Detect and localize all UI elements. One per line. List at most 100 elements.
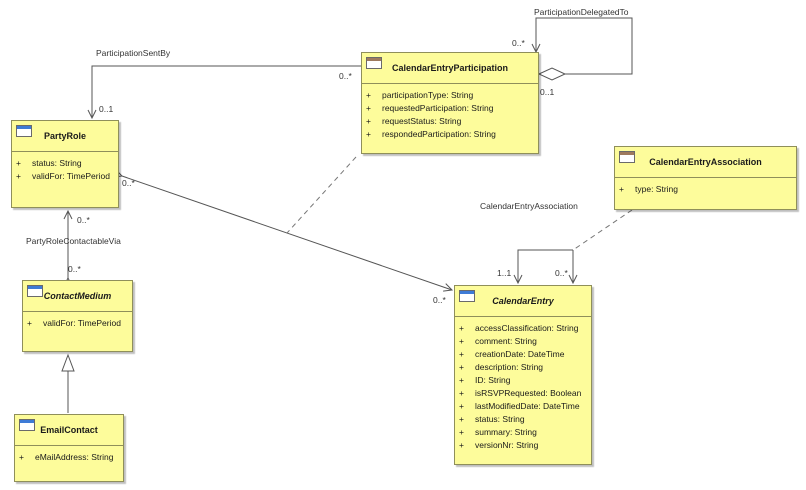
class-header: EmailContact <box>15 415 123 446</box>
attribute-list: + accessClassification: String + comment… <box>455 317 591 453</box>
attribute-list: + type: String <box>615 178 796 197</box>
class-calendar-entry-participation[interactable]: CalendarEntryParticipation + participati… <box>361 52 539 154</box>
class-name: ContactMedium <box>43 291 112 301</box>
class-header: CalendarEntry <box>455 286 591 317</box>
entry-association-class-link <box>572 209 633 251</box>
multiplicity-label: 0..* <box>122 178 135 188</box>
assoc-label-calendar-entry-association: CalendarEntryAssociation <box>480 201 578 211</box>
class-header: CalendarEntryParticipation <box>362 53 538 84</box>
participation-association-class-link <box>286 156 357 234</box>
visibility-marker: + <box>459 375 464 385</box>
attribute-text: respondedParticipation: String <box>382 129 496 139</box>
visibility-marker: + <box>619 184 624 194</box>
class-header: PartyRole <box>12 121 118 152</box>
class-name: CalendarEntry <box>492 296 554 306</box>
attribute-text: validFor: TimePeriod <box>43 318 121 328</box>
multiplicity-label: 0..* <box>339 71 352 81</box>
attribute-row: + respondedParticipation: String <box>362 129 538 142</box>
attribute-list: + validFor: TimePeriod <box>23 312 132 331</box>
attribute-text: description: String <box>475 362 544 372</box>
attribute-row: + status: String <box>455 414 591 427</box>
visibility-marker: + <box>459 427 464 437</box>
class-icon <box>16 125 32 137</box>
assoc-label-party-role-contactable-via: PartyRoleContactableVia <box>26 236 121 246</box>
attribute-row: + eMailAddress: String <box>15 452 123 465</box>
attribute-row: + validFor: TimePeriod <box>23 318 132 331</box>
attribute-text: lastModifiedDate: DateTime <box>475 401 580 411</box>
attribute-text: validFor: TimePeriod <box>32 171 110 181</box>
attribute-row: + status: String <box>12 158 118 171</box>
class-party-role[interactable]: PartyRole + status: String + validFor: T… <box>11 120 119 208</box>
visibility-marker: + <box>366 90 371 100</box>
attribute-row: + ID: String <box>455 375 591 388</box>
multiplicity-label: 0..* <box>512 38 525 48</box>
attribute-text: requestedParticipation: String <box>382 103 494 113</box>
attribute-text: ID: String <box>475 375 511 385</box>
attribute-row: + lastModifiedDate: DateTime <box>455 401 591 414</box>
multiplicity-label: 0..1 <box>99 104 114 114</box>
attribute-row: + summary: String <box>455 427 591 440</box>
generalization-triangle <box>61 353 75 372</box>
visibility-marker: + <box>459 349 464 359</box>
attribute-row: + participationType: String <box>362 90 538 103</box>
class-icon <box>619 151 635 163</box>
attribute-text: creationDate: DateTime <box>475 349 565 359</box>
attribute-row: + validFor: TimePeriod <box>12 171 118 184</box>
attribute-row: + type: String <box>615 184 796 197</box>
attribute-list: + participationType: String + requestedP… <box>362 84 538 142</box>
attribute-text: status: String <box>475 414 525 424</box>
attribute-text: summary: String <box>475 427 537 437</box>
assoc-label-participation-sent-by: ParticipationSentBy <box>96 48 171 58</box>
class-name: EmailContact <box>40 425 98 435</box>
visibility-marker: + <box>459 440 464 450</box>
attribute-row: + comment: String <box>455 336 591 349</box>
multiplicity-label: 0..* <box>68 264 81 274</box>
multiplicity-label: 0..* <box>555 268 568 278</box>
class-icon <box>19 419 35 431</box>
class-name: CalendarEntryParticipation <box>391 63 509 73</box>
multiplicity-label: 1..1 <box>497 268 512 278</box>
class-contact-medium[interactable]: ContactMedium + validFor: TimePeriod <box>22 280 133 352</box>
class-name: PartyRole <box>43 131 87 141</box>
class-icon <box>459 290 475 302</box>
attribute-row: + isRSVPRequested: Boolean <box>455 388 591 401</box>
visibility-marker: + <box>366 103 371 113</box>
attribute-text: type: String <box>635 184 678 194</box>
multiplicity-label: 0..1 <box>540 87 555 97</box>
class-icon <box>27 285 43 297</box>
class-name: CalendarEntryAssociation <box>649 157 762 167</box>
visibility-marker: + <box>459 362 464 372</box>
class-header: CalendarEntryAssociation <box>615 147 796 178</box>
multiplicity-label: 0..* <box>77 215 90 225</box>
attribute-row: + accessClassification: String <box>455 323 591 336</box>
aggregation-diamond <box>537 67 567 81</box>
attribute-text: comment: String <box>475 336 537 346</box>
attribute-list: + eMailAddress: String <box>15 446 123 465</box>
visibility-marker: + <box>459 401 464 411</box>
attribute-list: + status: String + validFor: TimePeriod <box>12 152 118 184</box>
visibility-marker: + <box>366 116 371 126</box>
class-icon <box>366 57 382 69</box>
visibility-marker: + <box>19 452 24 462</box>
visibility-marker: + <box>459 336 464 346</box>
attribute-text: requestStatus: String <box>382 116 462 126</box>
attribute-text: status: String <box>32 158 82 168</box>
visibility-marker: + <box>459 414 464 424</box>
attribute-text: isRSVPRequested: Boolean <box>475 388 582 398</box>
attribute-text: accessClassification: String <box>475 323 579 333</box>
class-calendar-entry[interactable]: CalendarEntry + accessClassification: St… <box>454 285 592 465</box>
attribute-row: + requestStatus: String <box>362 116 538 129</box>
visibility-marker: + <box>16 171 21 181</box>
assoc-label-participation-delegated-to: ParticipationDelegatedTo <box>534 7 629 17</box>
visibility-marker: + <box>459 388 464 398</box>
attribute-text: eMailAddress: String <box>35 452 114 462</box>
visibility-marker: + <box>27 318 32 328</box>
visibility-marker: + <box>366 129 371 139</box>
participation-sent-by-line <box>92 65 361 118</box>
class-email-contact[interactable]: EmailContact + eMailAddress: String <box>14 414 124 482</box>
attribute-row: + versionNr: String <box>455 440 591 453</box>
attribute-row: + creationDate: DateTime <box>455 349 591 362</box>
class-calendar-entry-association[interactable]: CalendarEntryAssociation + type: String <box>614 146 797 210</box>
attribute-row: + description: String <box>455 362 591 375</box>
